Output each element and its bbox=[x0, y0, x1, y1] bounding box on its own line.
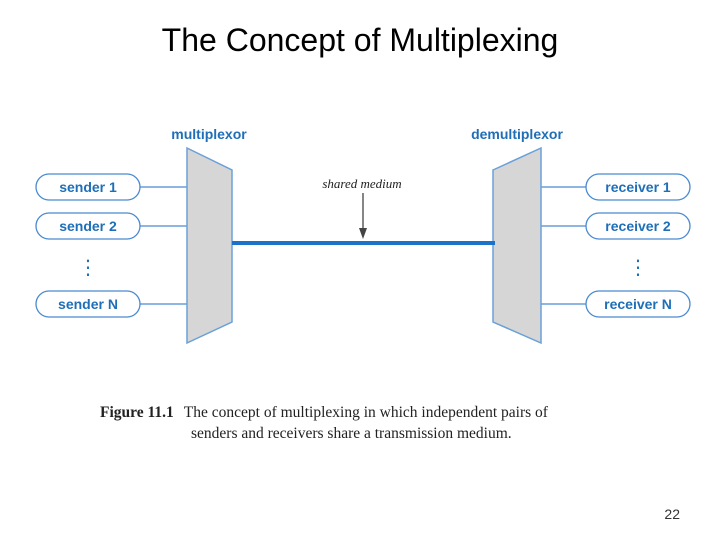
receiver-n-label: receiver N bbox=[604, 296, 672, 312]
figure-caption: Figure 11.1 The concept of multiplexing i… bbox=[100, 402, 640, 444]
receiver-1: receiver 1 bbox=[585, 173, 691, 201]
sender-ellipsis-icon: ⋮ bbox=[78, 255, 98, 279]
multiplexor-label: multiplexor bbox=[171, 126, 247, 142]
sender-n: sender N bbox=[35, 290, 141, 318]
demultiplexor-device bbox=[492, 146, 542, 345]
demultiplexor-label: demultiplexor bbox=[471, 126, 563, 142]
caption-text-1: The concept of multiplexing in which ind… bbox=[183, 404, 548, 421]
multiplexor-device bbox=[186, 146, 233, 345]
shared-medium-arrow-icon bbox=[359, 228, 367, 239]
sender-n-label: sender N bbox=[58, 296, 118, 312]
caption-text-2: senders and receivers share a transmissi… bbox=[191, 425, 512, 442]
slide-number: 22 bbox=[664, 506, 680, 522]
sender-1-label: sender 1 bbox=[59, 179, 117, 195]
caption-line-1: Figure 11.1 The concept of multiplexing i… bbox=[100, 402, 640, 423]
sender-2: sender 2 bbox=[35, 212, 141, 240]
sender-2-label: sender 2 bbox=[59, 218, 117, 234]
slide-title: The Concept of Multiplexing bbox=[161, 22, 559, 58]
receiver-1-label: receiver 1 bbox=[605, 179, 671, 195]
receiver-2-label: receiver 2 bbox=[605, 218, 671, 234]
multiplexing-diagram: multiplexor demultiplexor shared medium … bbox=[35, 126, 691, 345]
receiver-ellipsis-icon: ⋮ bbox=[628, 255, 648, 279]
receiver-n: receiver N bbox=[585, 290, 691, 318]
figure-label: Figure 11.1 bbox=[100, 404, 174, 421]
receiver-2: receiver 2 bbox=[585, 212, 691, 240]
shared-medium-label: shared medium bbox=[322, 176, 401, 191]
sender-1: sender 1 bbox=[35, 173, 141, 201]
